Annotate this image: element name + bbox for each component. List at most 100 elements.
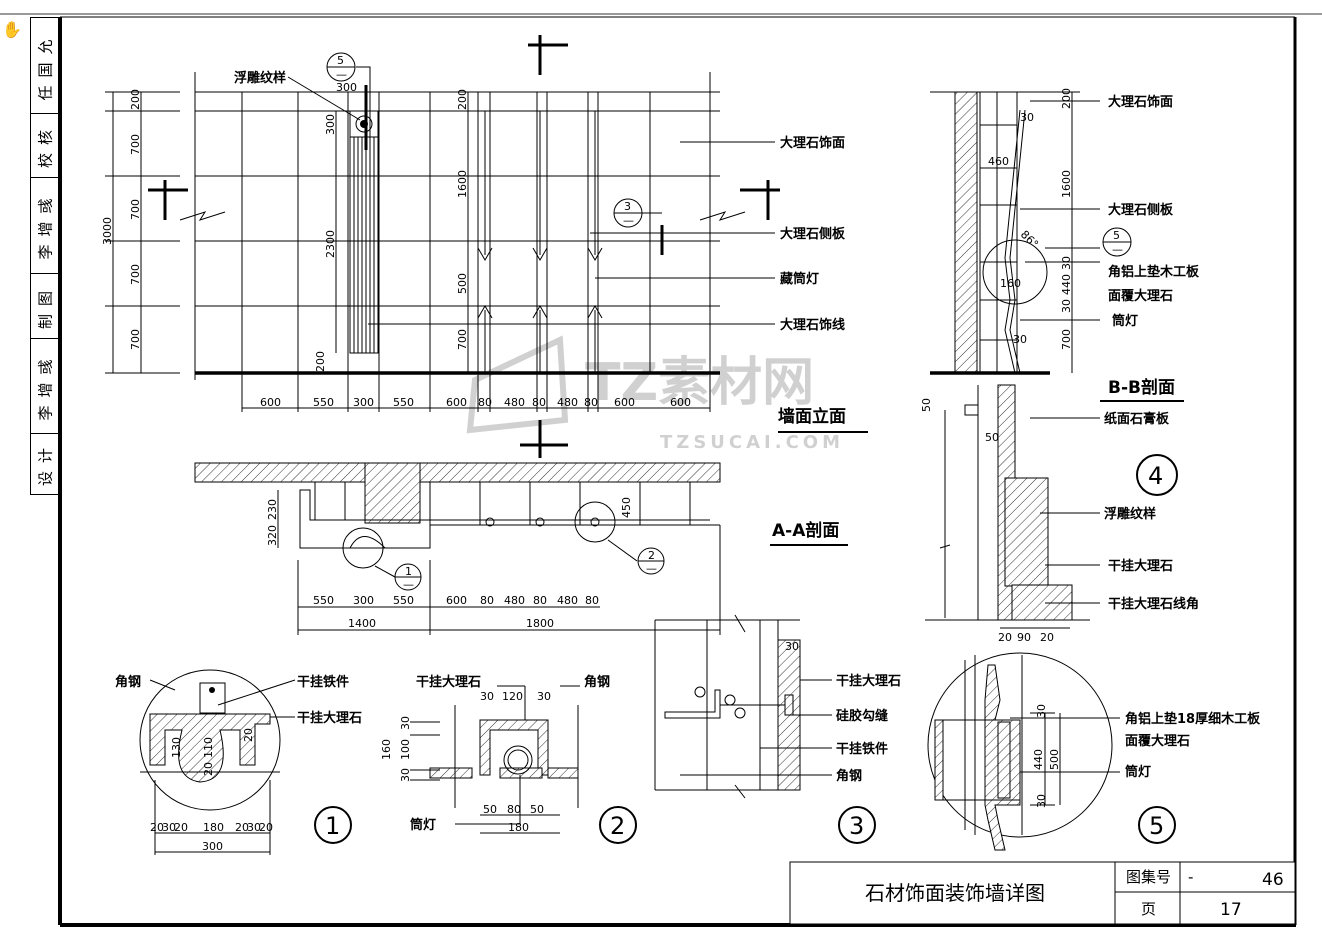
drawing-text: 300 (324, 114, 337, 135)
drawing-text: 80 (584, 396, 598, 409)
drawing-text: 700 (129, 134, 142, 155)
section-aa-title: A-A剖面 (772, 520, 839, 541)
bb-dims: 200 30 460 1600 86° 30 440 30 160 700 30 (988, 88, 1073, 350)
callout-2[interactable]: 2 — (637, 547, 665, 575)
drawing-linework (314, 806, 352, 844)
atlas-dash: - (1188, 868, 1193, 886)
drawing-linework (574, 501, 616, 543)
drawing-text: 20 (202, 762, 215, 776)
detail-5: 30 440 500 30 角铝上垫18厚细木工板 面覆大理石 筒灯 5 (927, 652, 1261, 851)
drawing-text: 30 (1035, 704, 1048, 718)
drawing-linework (1004, 477, 1049, 587)
drawing-text: 20 (259, 821, 273, 834)
drawing-text: 180 (203, 821, 224, 834)
callout-3[interactable]: 3 — (613, 198, 662, 228)
dims-left: 3000 200 700 700 700 700 (101, 89, 142, 350)
drawing-text: 角钢 (584, 674, 610, 690)
hand-icon[interactable]: ✋ (2, 20, 22, 39)
drawing-text: 干挂大理石 (297, 710, 362, 726)
viewer-top-border (0, 13, 1322, 15)
drawing-text: 干挂大理石 (416, 674, 481, 690)
drawing-linework (997, 721, 1011, 799)
drawing-text: 320 (266, 525, 279, 546)
drawing-text: 干挂铁件 (836, 741, 888, 757)
drawing-text: 200 (314, 351, 327, 372)
detail-4: 50 50 20 90 20 纸面石膏板 浮雕纹样 干挂大理石 干挂大理石线角 … (920, 384, 1199, 644)
section-mark-a (148, 35, 780, 458)
drawing-linework (654, 614, 832, 799)
drawing-linework (699, 211, 746, 221)
dims-bottom: 600 550 300 550 600 80 480 80 480 80 600… (260, 396, 691, 409)
drawing-text: 480 (557, 396, 578, 409)
drawing-text: 80 (585, 594, 599, 607)
drawing-linework (277, 482, 721, 635)
drawing-linework (503, 745, 533, 775)
drawing-text: 550 (313, 594, 334, 607)
drawing-text: 干挂铁件 (297, 674, 349, 690)
drawing-linework (485, 517, 495, 527)
drawing-text: 干挂大理石 (1108, 558, 1173, 574)
sign-cell-drafter: 李增彧 (31, 338, 59, 434)
drawing-text: 20 (174, 821, 188, 834)
drawing-linework (934, 719, 944, 801)
callout-5[interactable]: 5 — (326, 52, 356, 82)
drawing-text: 1800 (526, 617, 554, 630)
drawing-text: 30 (1013, 333, 1027, 346)
label-marble-side: 大理石侧板 (780, 226, 846, 242)
drawing-text: 1 (405, 565, 412, 578)
drawing-linework (927, 652, 1113, 838)
drawing-linework (477, 305, 603, 319)
drawing-text: 80 (533, 594, 547, 607)
drawing-linework: 20 30 20 180 20 30 20 (150, 821, 273, 834)
drawing-text: 700 (456, 329, 469, 350)
section-bb: 5 — 200 30 460 1600 86° 30 440 30 160 70… (930, 88, 1200, 402)
drawing-linework (410, 685, 580, 834)
drawing-linework (507, 749, 529, 771)
drawing-text: 30 (1020, 111, 1034, 124)
drawing-linework (694, 686, 706, 698)
bb-label-marble-face: 大理石饰面 (1108, 94, 1173, 110)
drawing-text: 80 (480, 594, 494, 607)
detail-1-number: 1 (325, 812, 340, 840)
drawing-linework (466, 335, 569, 434)
drawing-linework (349, 536, 386, 549)
drawing-text: 30 (1060, 256, 1073, 270)
drawing-text: 550 (393, 396, 414, 409)
drawing-linework (149, 713, 271, 783)
drawing-text: 90 (1017, 631, 1031, 644)
drawing-text: 300 (353, 396, 374, 409)
drawing-text: 2300 (324, 230, 337, 258)
drawing-title: 石材饰面装饰墙详图 (865, 881, 1045, 905)
detail-4-number: 4 (1148, 462, 1163, 490)
callout-bb-5[interactable]: 5 — (1102, 227, 1132, 257)
drawing-text: 30 (785, 640, 799, 653)
drawing-linework (734, 784, 746, 799)
drawing-text: 3 (624, 200, 631, 213)
drawing-linework (374, 565, 396, 578)
detail-3: 30 干挂大理石 硅胶勾缝 干挂铁件 角钢 3 (654, 614, 901, 844)
drawing-text: 30 (399, 768, 412, 782)
page-number: 17 (1220, 900, 1242, 920)
drawing-linework (499, 767, 543, 779)
drawing-text: 600 (446, 396, 467, 409)
drawing-text: 480 (557, 594, 578, 607)
drawing-linework (734, 707, 746, 719)
label-hidden-light: 藏筒灯 (780, 271, 819, 287)
watermark: TZ素材网 TZSUCAI.COM (466, 335, 840, 453)
drawing-text: 20 (998, 631, 1012, 644)
detail-1: 角钢 干挂铁件 干挂大理石 130 110 20 20 20 30 20 180… (115, 669, 362, 855)
drawing-text: 550 (313, 396, 334, 409)
drawing-linework (194, 462, 721, 483)
drawing-linework (355, 115, 373, 133)
aa-dims-bottom: 550 300 550 600 80 480 80 480 80 1400 18… (313, 594, 599, 630)
drawing-text: 600 (260, 396, 281, 409)
dims-right: 200 1600 500 700 (456, 89, 469, 350)
drawing-text: 500 (456, 273, 469, 294)
drawing-text: 160 (380, 739, 393, 760)
callout-1[interactable]: 1 — (394, 563, 422, 591)
drawing-linework (287, 76, 361, 121)
label-marble-face: 大理石饰面 (780, 135, 845, 151)
drawing-text: 角铝上垫18厚细木工板 (1125, 711, 1261, 727)
drawing-text: — (646, 562, 657, 575)
